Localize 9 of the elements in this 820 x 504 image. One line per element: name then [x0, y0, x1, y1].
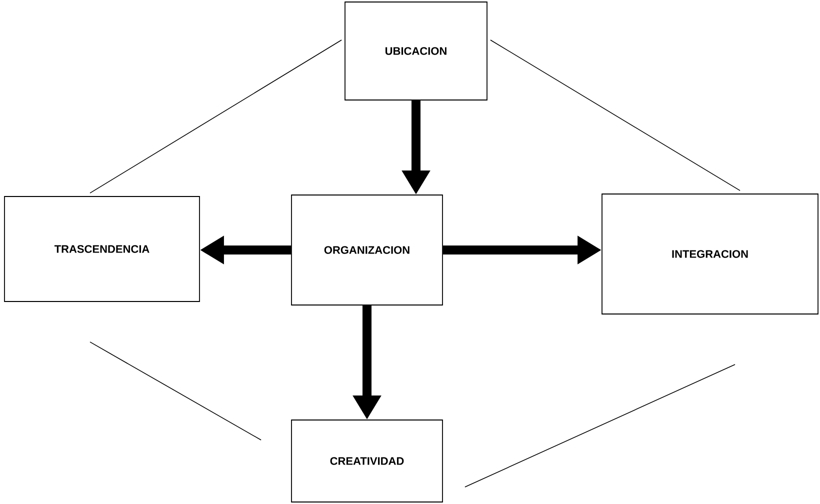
connector-line [90, 40, 342, 194]
concept-box: ORGANIZACION [291, 194, 443, 306]
concept-box: CREATIVIDAD [291, 420, 443, 502]
concept-box: INTEGRACION [602, 194, 818, 314]
connector-line [464, 364, 736, 488]
connector-line [490, 40, 740, 191]
connector-line [90, 342, 262, 440]
concept-box: TRASCENDENCIA [4, 196, 200, 302]
concept-box: UBICACION [344, 2, 488, 100]
